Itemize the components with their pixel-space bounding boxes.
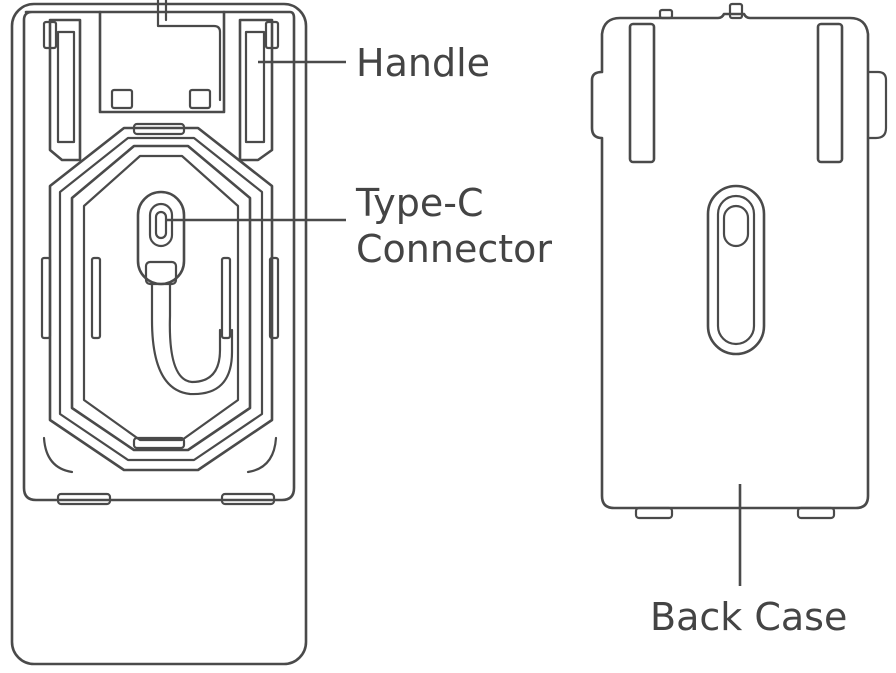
left-clip (42, 18, 82, 162)
front-view-case (10, 0, 308, 666)
type-c-connector (136, 190, 234, 396)
right-clip (238, 18, 280, 162)
type-c-label-line1: Type-C (355, 181, 484, 225)
handle-part (98, 0, 226, 114)
cable-channel (40, 122, 280, 474)
handle-label: Handle (356, 41, 490, 85)
type-c-label-line2: Connector (356, 227, 552, 271)
back-case-view (590, 2, 888, 520)
back-case-label: Back Case (650, 595, 847, 639)
